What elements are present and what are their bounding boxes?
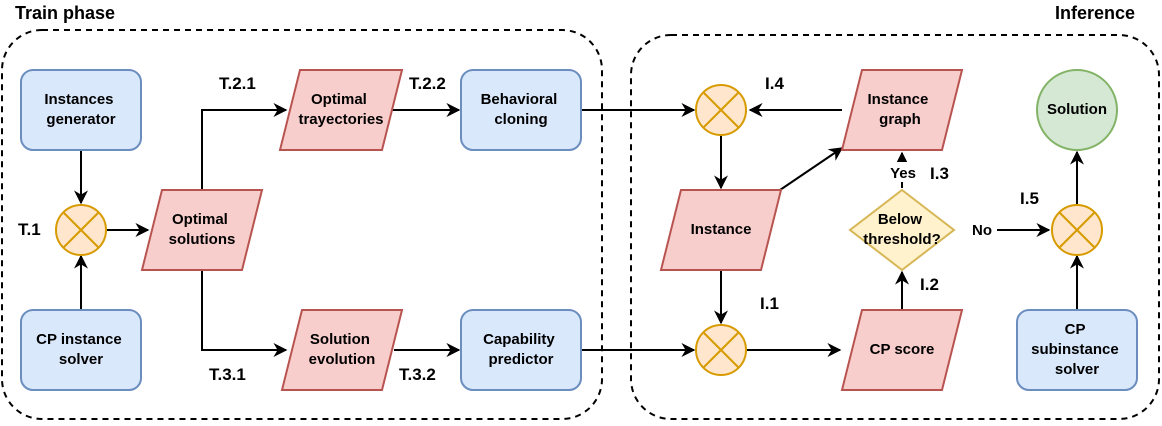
cp-instance-solver-label: CP instance solver: [36, 331, 126, 368]
no-label-bg: [967, 220, 997, 240]
optimal-solutions-label: Optimal solutions: [169, 211, 236, 248]
optimal-trajectories: Optimal trayectories: [278, 69, 404, 151]
step-label-t1: T.1: [18, 220, 41, 239]
solution-evolution: Solution evolution: [280, 309, 404, 391]
train-phase-frame: [1, 29, 603, 420]
step-label-i2: I.2: [920, 275, 939, 294]
step-label-i5: I.5: [1020, 189, 1039, 208]
step-label-i4: I.4: [765, 74, 784, 93]
merge-node-train: [55, 204, 107, 256]
edge-solutions-to-evolution: [201, 270, 288, 357]
merge-node-top: [695, 84, 747, 136]
solution-evolution-label: Solution evolution: [309, 331, 376, 368]
instances-generator-label: Instances generator: [44, 91, 117, 128]
instance-graph-label: Instance graph: [867, 91, 932, 128]
capability-predictor: Capability predictor: [460, 309, 582, 391]
edge-instance-to-graph: [779, 147, 844, 191]
cp-score: CP score: [840, 309, 964, 391]
cp-subinstance-solver: CP subinstance solver: [1016, 309, 1138, 391]
behavioral-cloning-label: Behavioral cloning: [481, 91, 562, 128]
cp-instance-solver: CP instance solver: [20, 309, 142, 391]
instance: Instance: [659, 189, 783, 271]
solution-label: Solution: [1047, 101, 1107, 118]
yes-label-bg: [886, 162, 920, 182]
merge-node-bottom: [695, 324, 747, 376]
instances-generator: Instances generator: [20, 69, 142, 151]
below-threshold-label: Below threshold?: [863, 211, 941, 248]
step-label-i1: I.1: [760, 294, 779, 313]
optimal-solutions: Optimal solutions: [140, 189, 264, 271]
instance-label: Instance: [691, 221, 752, 238]
cp-subinstance-solver-label: CP subinstance solver: [1031, 321, 1123, 378]
behavioral-cloning: Behavioral cloning: [460, 69, 582, 151]
step-label-t21: T.2.1: [219, 74, 256, 93]
step-label-t32: T.3.2: [399, 365, 436, 384]
step-label-t22: T.2.2: [409, 74, 446, 93]
instance-graph: Instance graph: [840, 69, 964, 151]
edge-label-no: No: [972, 222, 992, 239]
edge-solutions-to-trajectories: [201, 103, 288, 190]
capability-predictor-label: Capability predictor: [483, 331, 559, 368]
edge-label-yes: Yes: [890, 165, 916, 182]
merge-node-result: [1051, 204, 1103, 256]
train-phase-title: Train phase: [15, 3, 115, 23]
inference-frame: [630, 34, 1160, 420]
step-label-t31: T.3.1: [209, 365, 246, 384]
cp-score-label: CP score: [870, 341, 935, 358]
solution: Solution: [1036, 69, 1118, 151]
optimal-trajectories-label: Optimal trayectories: [298, 91, 383, 128]
below-threshold-decision: Below threshold?: [848, 188, 956, 272]
step-label-i3: I.3: [930, 164, 949, 183]
inference-title: Inference: [1055, 3, 1135, 23]
